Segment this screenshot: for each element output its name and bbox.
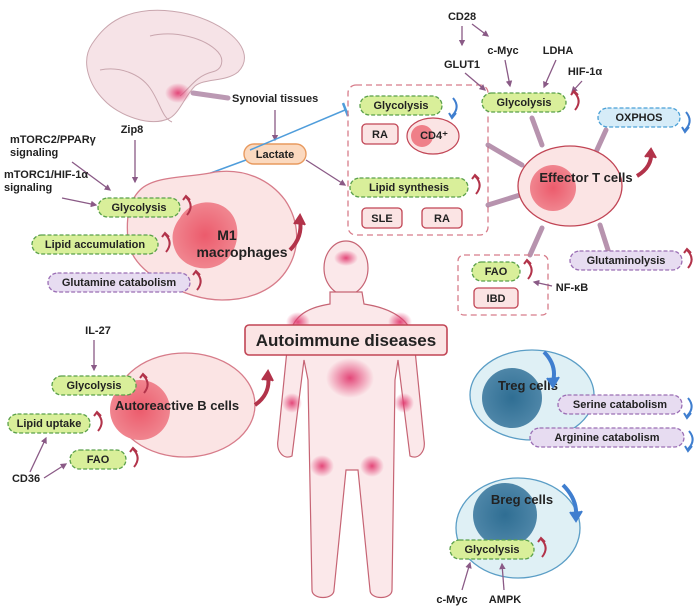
- svg-text:FAO: FAO: [485, 266, 508, 278]
- b-cell-title: Autoreactive B cells: [115, 398, 239, 413]
- svg-text:Glycolysis: Glycolysis: [464, 544, 519, 556]
- hif1a-label: HIF-1α: [568, 66, 603, 78]
- svg-text:SLE: SLE: [371, 213, 392, 225]
- svg-text:Glycolysis: Glycolysis: [66, 380, 121, 392]
- ldha-label: LDHA: [543, 45, 574, 57]
- ra-box: [361, 123, 399, 145]
- synovial-arrow: [190, 90, 231, 101]
- svg-text:RA: RA: [372, 129, 388, 141]
- svg-text:Arginine catabolism: Arginine catabolism: [554, 432, 659, 444]
- svg-text:Glycolysis: Glycolysis: [111, 202, 166, 214]
- t-fao-pill: [471, 261, 521, 282]
- breg-title: Breg cells: [491, 492, 553, 507]
- svg-text:CD4⁺: CD4⁺: [420, 130, 448, 142]
- cd28-label: CD28: [448, 11, 476, 23]
- m1-title-line1: M1: [217, 227, 237, 243]
- human-body-silhouette: [277, 240, 425, 599]
- mtorc1-line1: mTORC1/HIF-1α: [4, 169, 88, 181]
- b-glycolysis-pill: [51, 375, 137, 396]
- svg-text:Glycolysis: Glycolysis: [373, 100, 428, 112]
- glut1-label: GLUT1: [444, 59, 480, 71]
- synovial-tissues-label: Synovial tissues: [232, 93, 318, 105]
- svg-text:Serine catabolism: Serine catabolism: [573, 399, 667, 411]
- m1-glycolysis-pill: [97, 197, 181, 218]
- ibd-box: [473, 287, 519, 309]
- svg-text:Lipid synthesis: Lipid synthesis: [369, 182, 449, 194]
- svg-text:OXPHOS: OXPHOS: [615, 112, 662, 124]
- lactate-label: Lactate: [256, 149, 295, 161]
- svg-text:Lipid accumulation: Lipid accumulation: [45, 239, 146, 251]
- lactate-pill: [243, 143, 307, 165]
- lipid-uptake-pill: [7, 413, 91, 434]
- mtorc2-line1: mTORC2/PPARγ: [10, 134, 97, 146]
- nfkb-label: NF-κB: [556, 282, 588, 294]
- joint-illustration: [86, 9, 245, 123]
- down-arrow-icon: [451, 97, 458, 117]
- il27-label: IL-27: [85, 325, 111, 337]
- ra-box-2: [421, 207, 463, 229]
- svg-text:RA: RA: [434, 213, 450, 225]
- oxphos-pill: [597, 107, 681, 128]
- b-fao-pill: [69, 449, 127, 470]
- svg-text:Glycolysis: Glycolysis: [496, 97, 551, 109]
- m1-title-line2: macrophages: [196, 244, 287, 260]
- glutaminolysis-pill: [569, 250, 683, 271]
- glutamine-catabolism-pill: [47, 272, 191, 293]
- autoimmune-diseases-box: [244, 324, 448, 356]
- arginine-catabolism-pill: [529, 427, 685, 448]
- svg-text:IBD: IBD: [487, 293, 506, 305]
- zip8-label: Zip8: [121, 124, 144, 136]
- lactate-targets-box: [347, 84, 489, 236]
- mtorc2-line2: signaling: [10, 147, 58, 159]
- svg-text:FAO: FAO: [87, 454, 110, 466]
- svg-text:Glutaminolysis: Glutaminolysis: [587, 255, 666, 267]
- breg-c-myc-label: c-Myc: [436, 594, 467, 606]
- effector-t-title: Effector T cells: [539, 170, 632, 185]
- svg-text:Lipid uptake: Lipid uptake: [17, 418, 82, 430]
- lipid-synthesis-pill: [349, 177, 469, 198]
- serine-catabolism-pill: [557, 394, 683, 415]
- cd36-label: CD36: [12, 473, 40, 485]
- c-myc-label: c-Myc: [487, 45, 518, 57]
- sle-box: [361, 207, 403, 229]
- glycolysis-pill-rac: [359, 95, 443, 116]
- treg-title: Treg cells: [498, 378, 558, 393]
- ampk-label: AMPK: [489, 594, 521, 606]
- autoimmune-diseases-title: Autoimmune diseases: [256, 331, 436, 350]
- t-glycolysis-pill: [481, 92, 567, 113]
- lipid-accumulation-pill: [31, 234, 159, 255]
- mtorc1-line2: signaling: [4, 182, 52, 194]
- svg-text:Glutamine catabolism: Glutamine catabolism: [62, 277, 177, 289]
- breg-glycolysis-pill: [449, 539, 535, 560]
